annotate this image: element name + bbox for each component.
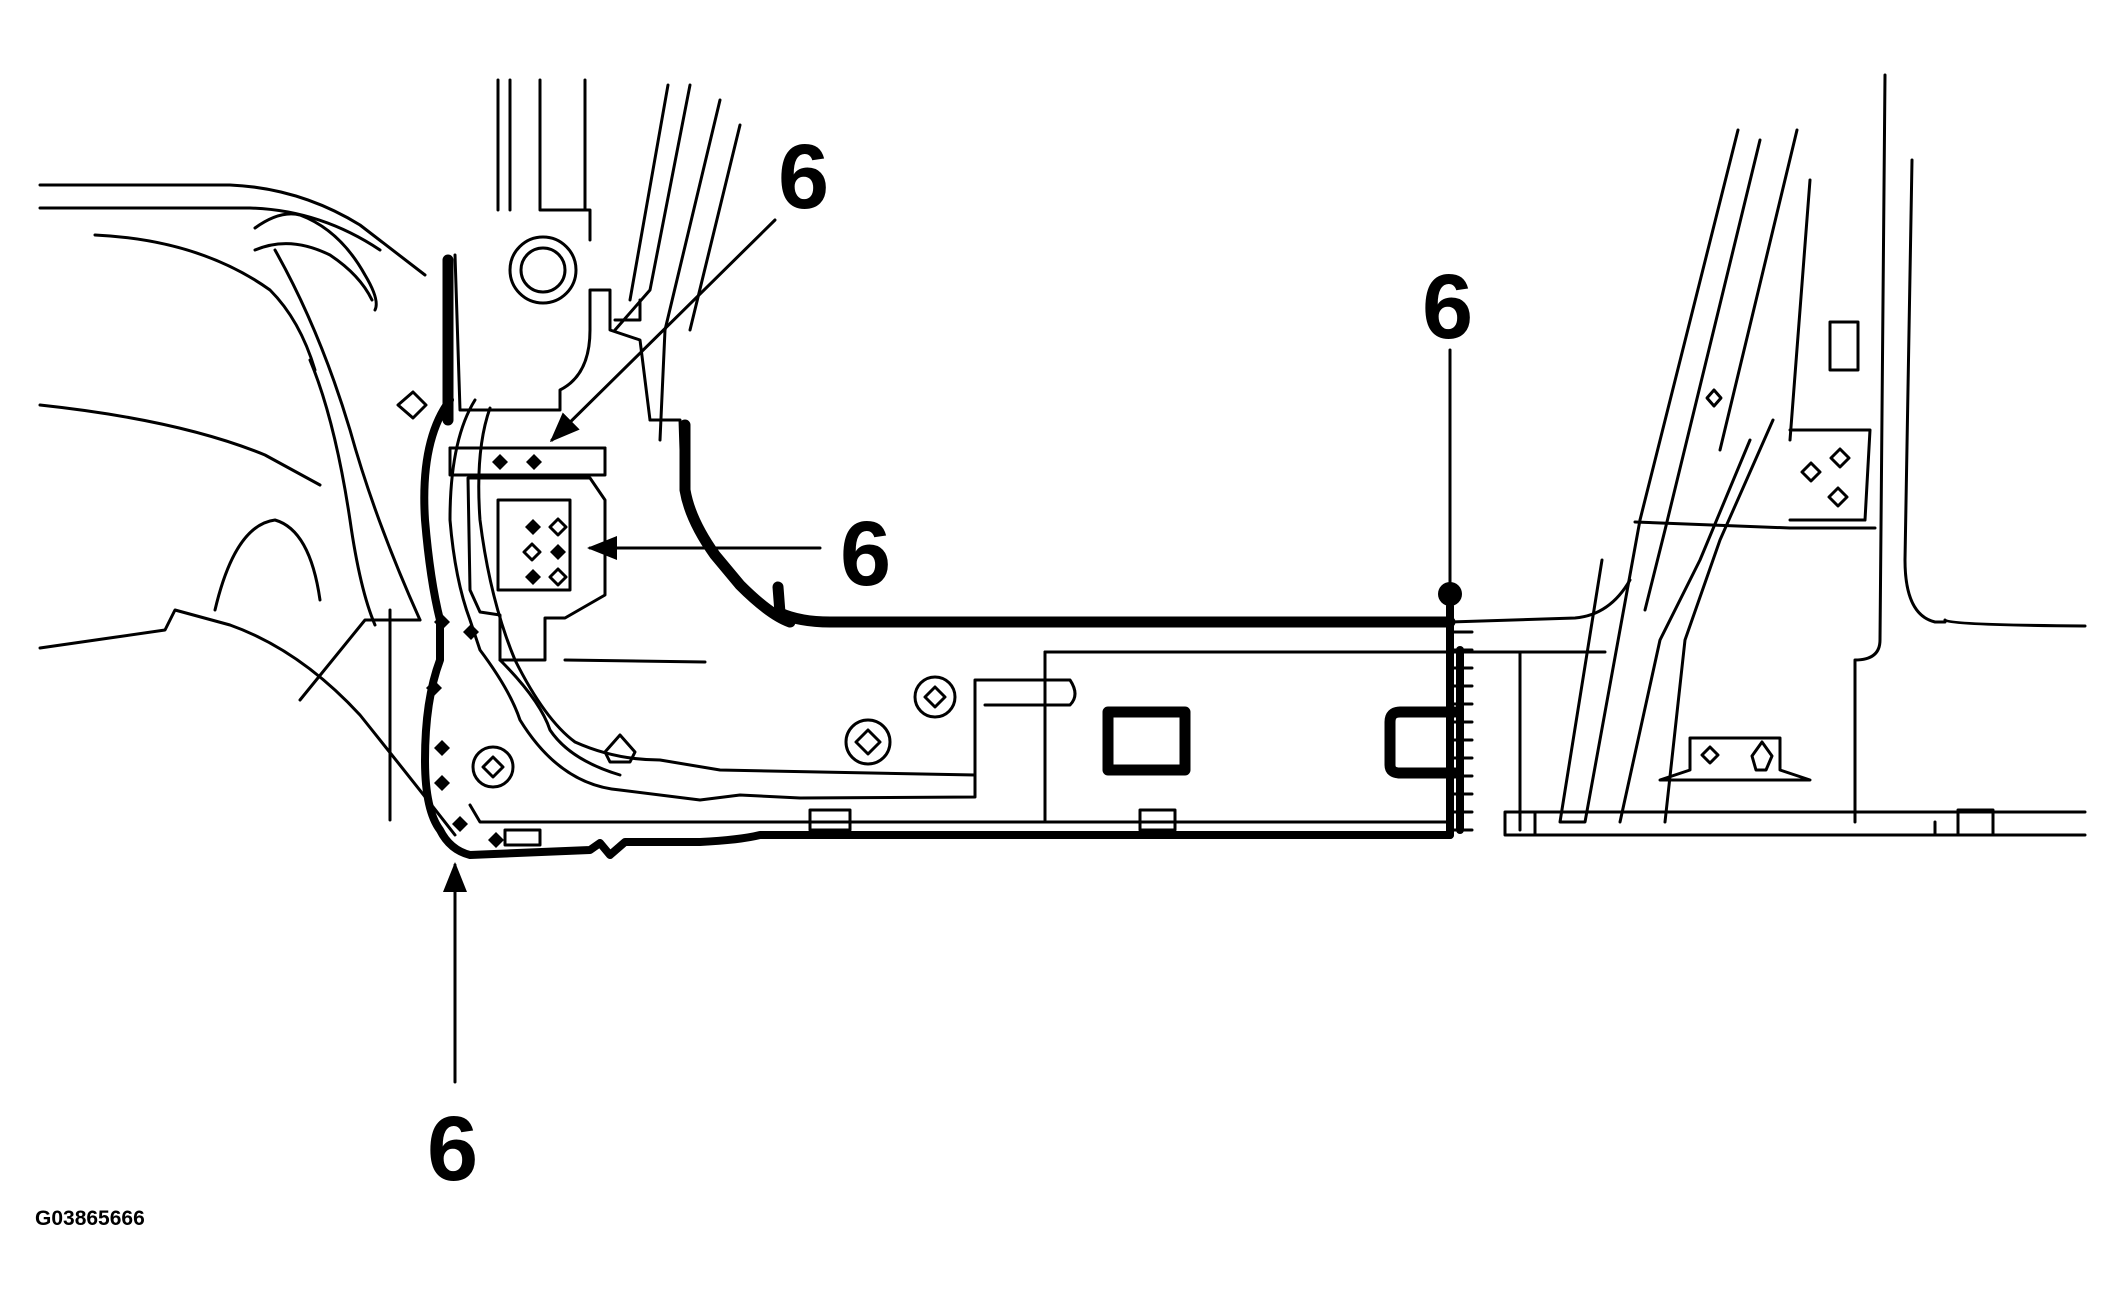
callout-label: 6 [427,1098,478,1200]
figure-id: G03865666 [35,1207,145,1230]
callout-label: 6 [778,126,829,228]
callout-leaders [443,218,1452,1084]
cut-line [772,581,1474,839]
rocker-panel [420,396,1522,859]
center-pillar [1448,73,2087,837]
callout-label: 6 [1422,256,1473,358]
hinge-bracket [448,446,707,664]
callout-label: 6 [840,503,891,605]
weld-spot-markers [426,614,504,848]
front-fender-lines [38,183,457,837]
